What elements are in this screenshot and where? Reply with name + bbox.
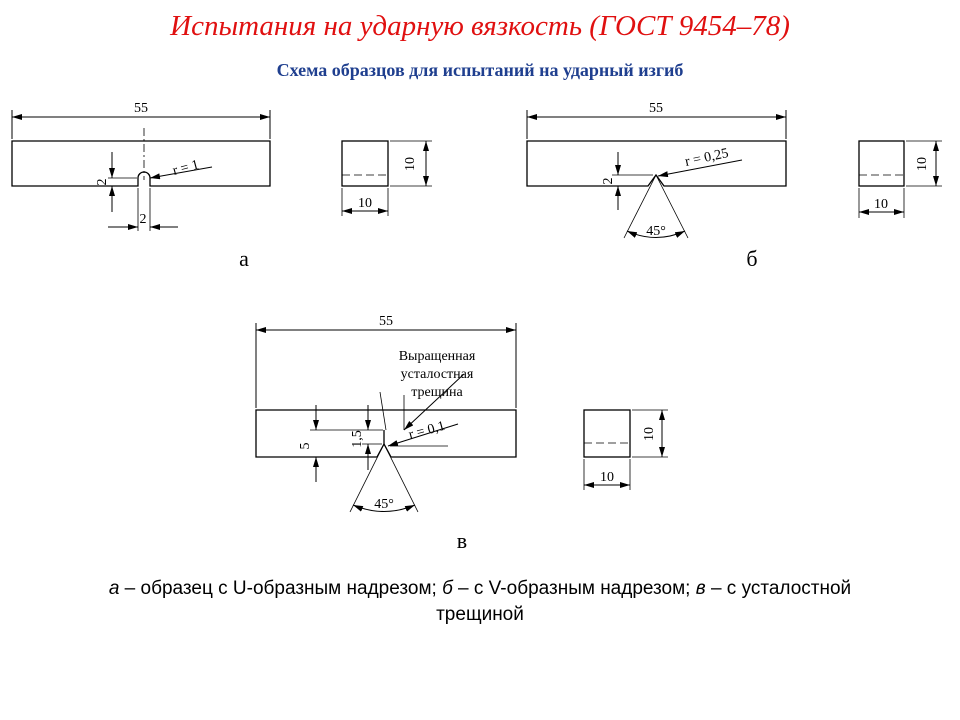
figure-b-section-height-label: 10 (915, 157, 930, 171)
figure-c-depth-outer-label: 5 (298, 443, 313, 450)
figure-a-letter: а (239, 246, 249, 271)
figure-a-section-width-label: 10 (358, 196, 372, 211)
figure-a-drawing (11, 110, 432, 231)
figure-b-length-label: 55 (649, 101, 663, 116)
figure-c-depth-inner-label: 1,5 (350, 430, 365, 448)
figure-a-length-label: 55 (134, 101, 148, 116)
caption-a-letter: а (108, 578, 120, 599)
slide-title: Испытания на ударную вязкость (ГОСТ 9454… (170, 10, 790, 42)
figure-a-section-height-label: 10 (403, 157, 418, 171)
figure-c-crack-label-2: усталостная (401, 367, 474, 382)
figure-c-length-label: 55 (379, 314, 393, 329)
caption-c-letter: в (695, 578, 706, 599)
figure-b-section-width-label: 10 (874, 197, 888, 212)
figure-a-radius-label: r = 1 (171, 157, 201, 178)
caption-a-text: – образец с U-образным надрезом; (119, 578, 443, 599)
figure-caption: а – образец с U-образным надрезом; б – с… (40, 576, 920, 628)
figure-b-letter: б (746, 246, 757, 271)
figure-b-notch-depth-label: 2 (601, 178, 616, 185)
figure-b-specimen (526, 140, 787, 187)
figure-c-letter: в (457, 528, 467, 553)
figure-c-specimen (255, 409, 517, 458)
caption-c-text: – с усталостной (705, 578, 852, 599)
figure-c-radius-label: r = 0,1 (407, 419, 447, 443)
figure-b-drawing (526, 110, 942, 239)
figure-c-section-height-label: 10 (642, 427, 657, 441)
figure-c-crack-label-3: трещина (411, 385, 463, 400)
figure-c-section-width-label: 10 (600, 470, 614, 485)
figure-c-drawing (255, 323, 668, 513)
figure-c-section (583, 409, 631, 458)
caption-line-2: трещиной (436, 604, 524, 625)
caption-b-letter: б (442, 578, 453, 599)
caption-b-text: – с V-образным надрезом; (452, 578, 696, 599)
slide-subtitle: Схема образцов для испытаний на ударный … (276, 60, 684, 80)
figure-c-crack-label-1: Выращенная (399, 349, 476, 364)
figure-b-section (858, 140, 905, 187)
figure-b-angle-label: 45° (646, 224, 666, 239)
figure-c-angle-label: 45° (374, 497, 394, 512)
figure-a-specimen (11, 140, 271, 187)
figure-a-notch-width-label: 2 (140, 212, 147, 227)
figure-a-notch-depth-label: 2 (95, 179, 110, 186)
figure-a-section (341, 140, 389, 187)
